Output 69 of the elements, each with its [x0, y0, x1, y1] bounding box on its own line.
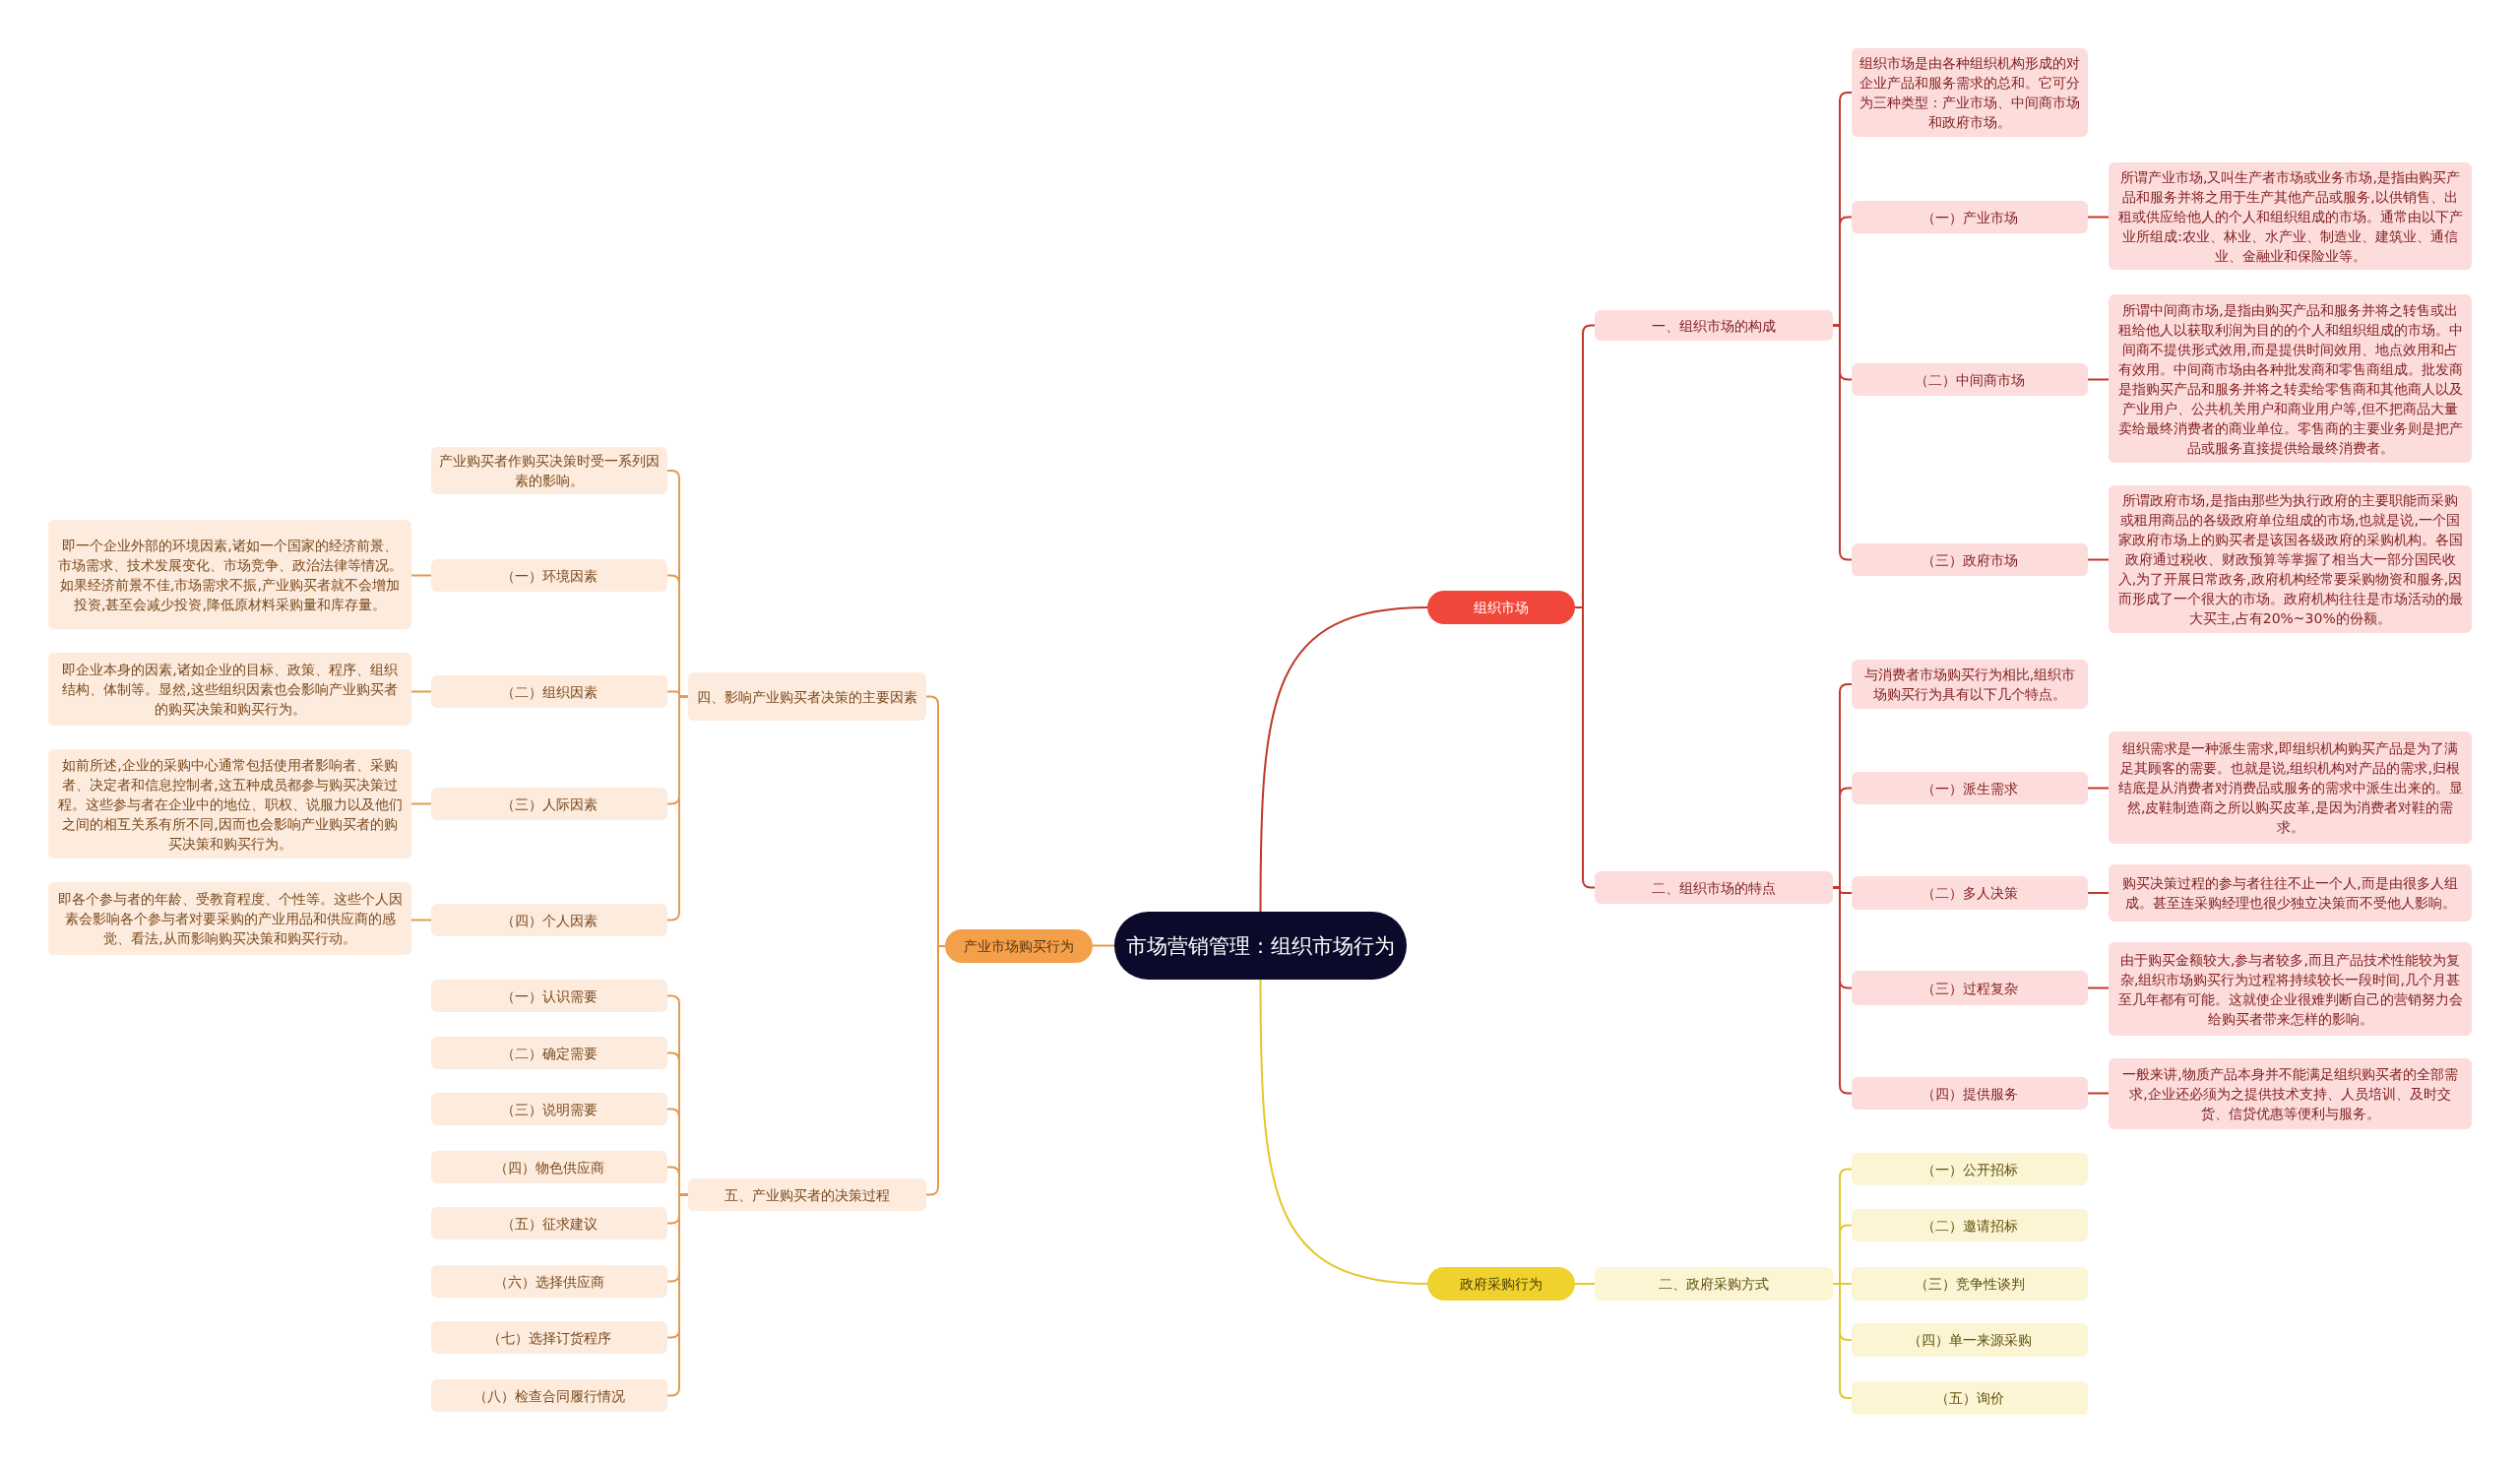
central-topic: 市场营销管理：组织市场行为	[1114, 912, 1407, 980]
topic-box: （三）人际因素	[431, 788, 667, 820]
topic-box: （四）个人因素	[431, 904, 667, 936]
connector-line	[666, 1193, 689, 1397]
note-box: 组织市场是由各种组织机构形成的对企业产品和服务需求的总和。它可分为三种类型：产业市场、中间商市场和政府市场。	[1852, 48, 2088, 137]
connector-line	[2087, 558, 2110, 561]
connector-line	[666, 695, 689, 922]
topic-box: 产业购买者作购买决策时受一系列因素的影响。	[431, 447, 667, 494]
topic-box: （二）邀请招标	[1852, 1209, 2088, 1241]
connector-line	[1574, 1283, 1596, 1285]
topic-box: （一）认识需要	[431, 980, 667, 1012]
note-box: 由于购买金额较大,参与者较多,而且产品技术性能较为复杂,组织市场购买行为过程将持续较长一段时间,几个月甚至几年都有可能。这就使企业很难判断自己的营销努力会给购买者带来怎样的影响。	[2109, 942, 2472, 1036]
topic-box: （八）检查合同履行情况	[431, 1379, 667, 1412]
topic-box: （四）提供服务	[1852, 1077, 2088, 1110]
topic-box: （七）选择订货程序	[431, 1321, 667, 1354]
topic-box: 购买决策过程的参与者往往不止一个人,而是由很多人组成。甚至连采购经理也很少独立决策而不受他人影响。	[2109, 864, 2472, 922]
connector-line	[1832, 324, 1853, 561]
topic-box: （二）确定需要	[431, 1037, 667, 1069]
note-box: 如前所述,企业的采购中心通常包括使用者影响者、采购者、决定者和信息控制者,这五种成员都参与购买决策过程。这些参与者在企业中的地位、职权、说服力以及他们之间的相互关系有所不同,因而也会影响产业购买者的购买决策和购买行为。	[48, 749, 411, 858]
main-topic: 组织市场	[1427, 591, 1575, 624]
topic-box: （三）竞争性谈判	[1852, 1267, 2088, 1301]
connector-line	[1092, 944, 1115, 947]
topic-box: （三）过程复杂	[1852, 971, 2088, 1005]
topic-box: （四）物色供应商	[431, 1151, 667, 1183]
note-box: 所谓政府市场,是指由那些为执行政府的主要职能而采购或租用商品的各级政府单位组成的市场,也就是说,一个国家政府市场上的购买者是该国各级政府的采购机构。各国政府通过税收、财政预算等掌握了相当大一部分国民收入,为了开展日常政务,政府机构经常要采购物资和服务,因而形成了一个很大的市场。政府机构往往是市场活动的最大买主,占有20%~30%的份额。	[2109, 485, 2472, 633]
topic-box: 与消费者市场购买行为相比,组织市场购买行为具有以下几个特点。	[1852, 660, 2088, 709]
note-box: 组织需求是一种派生需求,即组织机构购买产品是为了满足其顾客的需要。也就是说,组织机构对产品的需求,归根结底是从消费者对消费品或服务的需求中派生出来的。显然,皮鞋制造商之所以购买皮革,是因为消费者对鞋的需求。	[2109, 731, 2472, 844]
note-box: 即各个参与者的年龄、受教育程度、个性等。这些个人因素会影响各个参与者对要采购的产业用品和供应商的感觉、看法,从而影响购买决策和购买行动。	[48, 882, 411, 955]
connector-line	[1259, 979, 1428, 1285]
topic-box: 二、组织市场的特点	[1595, 871, 1833, 904]
connector-line	[410, 802, 432, 805]
connector-line	[925, 945, 946, 1196]
topic-box: 五、产业购买者的决策过程	[688, 1178, 926, 1211]
note-box: 即一个企业外部的环境因素,诸如一个国家的经济前景、市场需求、技术发展变化、市场竞争、政治法律等情况。如果经济前景不佳,市场需求不振,产业购买者就不会增加投资,甚至会减少投资,降低原材料采购量和库存量。	[48, 520, 411, 629]
note-box: 所谓产业市场,又叫生产者市场或业务市场,是指由购买产品和服务并将之用于生产其他产品或服务,以供销售、出租或供应给他人的个人和组织组成的市场。通常由以下产业所组成:农业、林业、水产业、制造业、建筑业、通信业、金融业和保险业等。	[2109, 162, 2472, 270]
topic-box: （二）组织因素	[431, 675, 667, 708]
connector-line	[1832, 1283, 1853, 1399]
topic-box: （五）询价	[1852, 1381, 2088, 1415]
topic-box: （六）选择供应商	[431, 1265, 667, 1298]
topic-box: （一）公开招标	[1852, 1153, 2088, 1185]
note-box: 所谓中间商市场,是指由购买产品和服务并将之转售或出租给他人以获取利润为目的的个人和组织组成的市场。中间商不提供形式效用,而是提供时间效用、地点效用和占有效用。中间商市场由各种批发商和零售商组成。批发商是指购买产品和服务并将之转卖给零售商和其他商人以及产业用户、公共机关用户和商业用户等,但不把商品大量卖给最终消费者的商业单位。零售商的主要业务则是把产品或服务直接提供给最终消费者。	[2109, 294, 2472, 463]
topic-box: （四）单一来源采购	[1852, 1323, 2088, 1357]
topic-box: （五）征求建议	[431, 1207, 667, 1240]
topic-box: （一）派生需求	[1852, 772, 2088, 804]
connector-line	[1574, 606, 1596, 889]
connector-line	[2087, 892, 2110, 894]
topic-box: （一）产业市场	[1852, 201, 2088, 233]
connector-line	[410, 690, 432, 693]
connector-line	[2087, 986, 2110, 989]
connector-line	[2087, 378, 2110, 381]
connector-line	[2087, 216, 2110, 219]
connector-line	[1832, 886, 1853, 1095]
topic-box: 二、政府采购方式	[1595, 1267, 1833, 1301]
note-box: 一般来讲,物质产品本身并不能满足组织购买者的全部需求,企业还必须为之提供技术支持、人员培训、及时交货、信贷优惠等便利与服务。	[2109, 1058, 2472, 1129]
topic-box: 一、组织市场的构成	[1595, 310, 1833, 341]
topic-box: （三）说明需要	[431, 1093, 667, 1125]
connector-line	[410, 574, 432, 577]
connector-line	[2087, 787, 2110, 790]
connector-line	[2087, 1092, 2110, 1095]
connector-line	[1259, 606, 1428, 913]
connector-line	[410, 919, 432, 922]
topic-box: （一）环境因素	[431, 559, 667, 592]
topic-box: （二）中间商市场	[1852, 363, 2088, 396]
main-topic: 产业市场购买行为	[945, 929, 1093, 963]
topic-box: （三）政府市场	[1852, 543, 2088, 576]
topic-box: 四、影响产业购买者决策的主要因素	[688, 672, 926, 721]
note-box: 即企业本身的因素,诸如企业的目标、政策、程序、组织结构、体制等。显然,这些组织因素也会影响产业购买者的购买决策和购买行为。	[48, 653, 411, 726]
topic-box: （二）多人决策	[1852, 876, 2088, 910]
main-topic: 政府采购行为	[1427, 1267, 1575, 1301]
